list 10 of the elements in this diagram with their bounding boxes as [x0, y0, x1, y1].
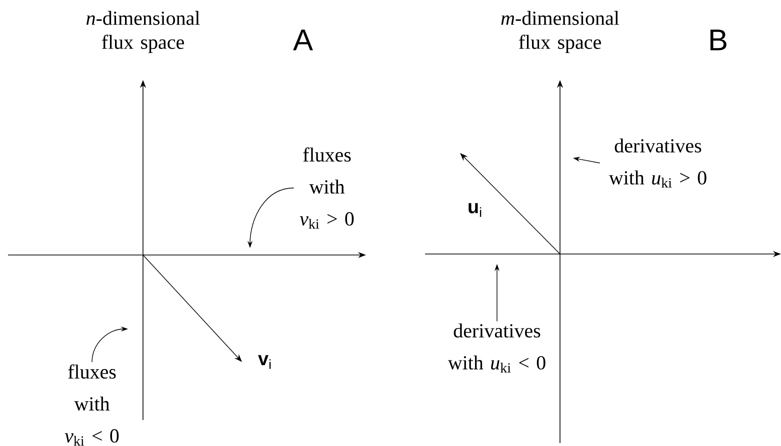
axis-title: n-dimensional flux space	[86, 10, 200, 54]
annotation-text: derivatives with u$_{ki}$ < 0	[448, 324, 546, 372]
vector-label: v$_{i}$	[258, 355, 271, 369]
annotation-text: derivatives with u$_{ki}$ > 0	[608, 138, 706, 188]
vector-label: u$_{i}$	[468, 203, 482, 217]
annotation-text: fluxes with v$_{ki}$ < 0	[64, 364, 119, 446]
panel-letter: B	[710, 30, 726, 50]
axis-title: m-dimensional flux space	[501, 10, 620, 54]
annotation-text: fluxes with v$_{ki}$ > 0	[300, 147, 354, 229]
panel-letter: A	[293, 30, 313, 50]
